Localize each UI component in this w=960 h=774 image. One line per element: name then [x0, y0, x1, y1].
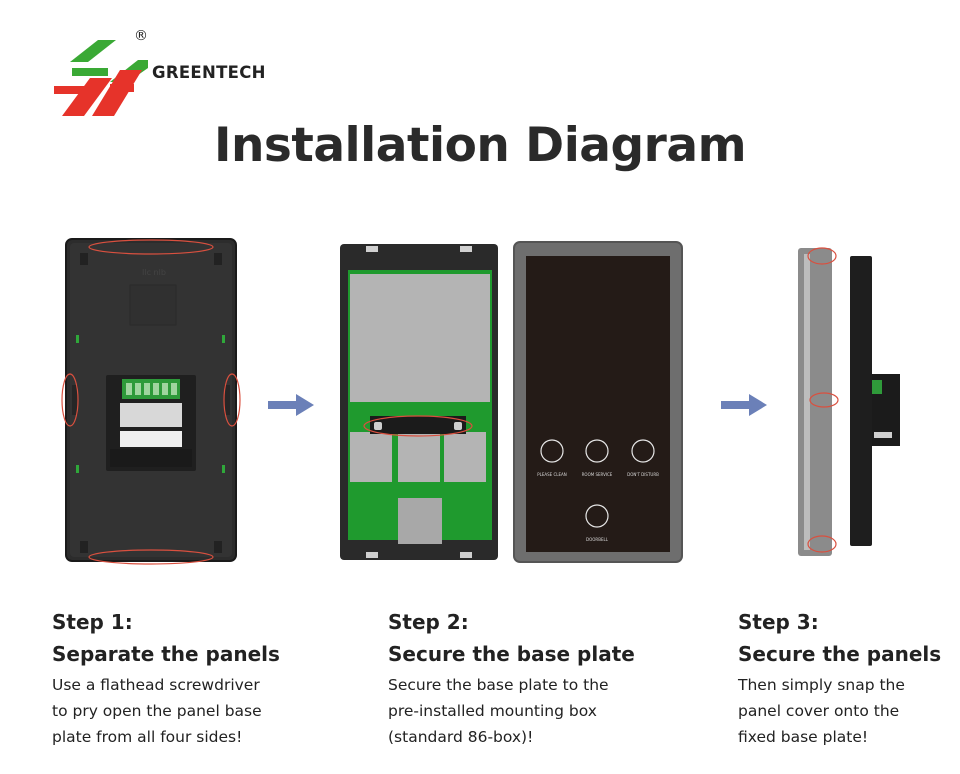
- no-disturb-icon: [631, 439, 655, 463]
- base-plate-illustration: [340, 244, 498, 560]
- page-title: Installation Diagram: [213, 118, 747, 173]
- step-1-subheading: Separate the panels: [52, 642, 280, 666]
- step-2-body: Secure the base plate to the pre-install…: [388, 676, 609, 746]
- touch-label-disturb: DON'T DISTURB: [627, 472, 659, 477]
- step-2: Step 2: Secure the base plate Secure the…: [388, 606, 688, 750]
- house-sweep-icon: [585, 439, 609, 463]
- arrow-right-icon: [268, 394, 314, 416]
- arrow-right-icon: [721, 394, 767, 416]
- step-2-heading: Step 2:: [388, 610, 469, 634]
- step-1-heading: Step 1:: [52, 610, 133, 634]
- step-1: Step 1: Separate the panels Use a flathe…: [52, 606, 352, 750]
- doorbell-icon: [585, 504, 609, 528]
- brand-name: GREENTECH: [152, 63, 266, 82]
- step-3-heading: Step 3:: [738, 610, 819, 634]
- trash-bin-icon: [540, 439, 564, 463]
- touch-panel-illustration: PLEASE CLEAN ROOM SERVICE DON'T DISTURB …: [513, 241, 683, 563]
- step-2-subheading: Secure the base plate: [388, 642, 635, 666]
- touch-label-doorbell: DOORBELL: [586, 537, 609, 542]
- panel-back-label: Ilc nlb: [142, 268, 166, 277]
- step-3: Step 3: Secure the panels Then simply sn…: [738, 606, 953, 750]
- panel-back-illustration: Ilc nlb: [61, 238, 241, 565]
- step-1-body: Use a flathead screwdriver to pry open t…: [52, 676, 262, 746]
- greentech-logo: [54, 40, 148, 116]
- side-view-illustration: [798, 247, 900, 556]
- step-3-subheading: Secure the panels: [738, 642, 942, 666]
- step-3-body: Then simply snap the panel cover onto th…: [738, 676, 905, 746]
- registered-mark: ®: [134, 28, 148, 44]
- touch-label-service: ROOM SERVICE: [582, 472, 613, 477]
- touch-label-clean: PLEASE CLEAN: [537, 472, 567, 477]
